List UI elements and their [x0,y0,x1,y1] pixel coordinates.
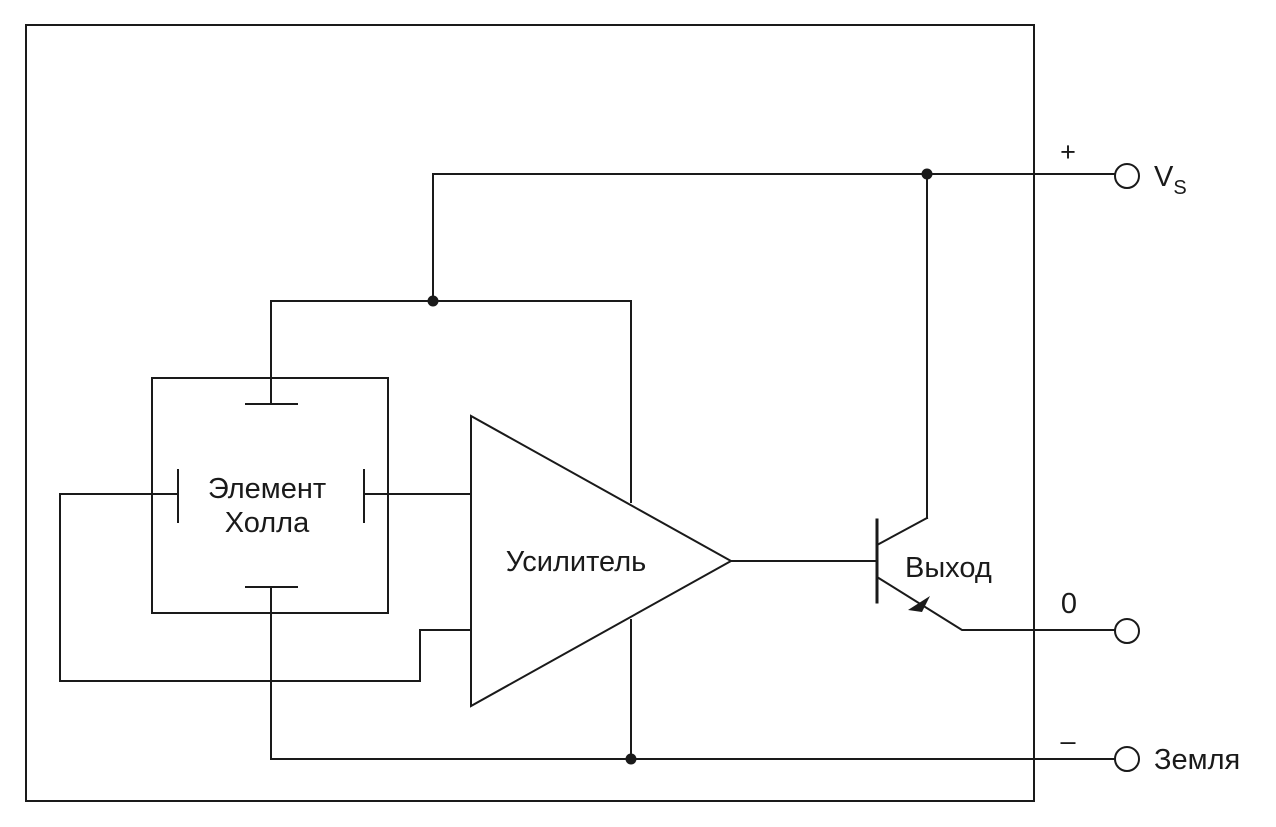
supply-rail [432,173,1115,519]
junction-dot [625,753,637,765]
hall-signal-wires [59,493,472,682]
internal-supply-wire [270,300,632,503]
output-label: 0 [1061,588,1077,620]
output-transistor: Выход [875,516,1115,631]
transistor-label: Выход [905,552,992,584]
ground-sign: – [1060,726,1075,756]
junction-dot [921,168,933,180]
amplifier: Усилитель [470,414,734,708]
hall-element: Элемент Холла [151,377,389,614]
hall-element-label-line1: Элемент [208,473,326,505]
supply-terminal: + VS [1060,137,1187,199]
output-terminal: 0 [1061,588,1140,644]
hall-element-label-line2: Холла [225,507,310,539]
supply-sign: + [1060,137,1076,167]
supply-label: VS [1154,161,1187,199]
junction-dot [427,295,439,307]
ground-label: Земля [1154,744,1240,776]
ground-rail [270,586,1115,760]
amplifier-label: Усилитель [506,546,646,578]
ground-terminal: – Земля [1060,726,1240,776]
emitter-arrow [908,596,930,612]
package-outline [25,24,1035,802]
